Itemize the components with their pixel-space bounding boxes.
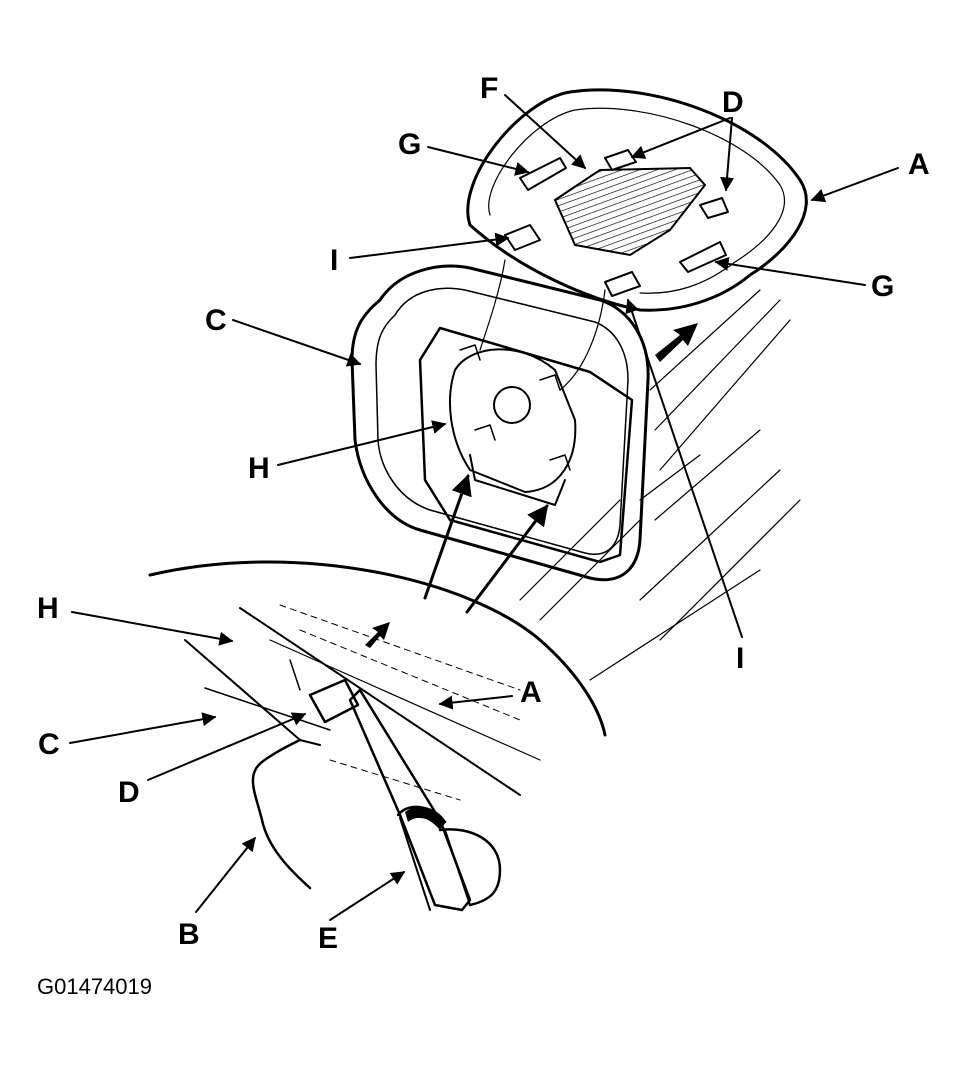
label-d-top: D (722, 86, 744, 119)
label-h-middle: H (248, 452, 270, 485)
motion-arrows (365, 323, 698, 648)
label-c-lower: C (38, 728, 60, 761)
hand (251, 738, 502, 907)
label-i-left: I (330, 244, 338, 277)
figure-code: G01474019 (37, 974, 152, 999)
label-d-lower: D (118, 776, 140, 809)
label-g-right: G (871, 270, 894, 303)
label-i-right: I (736, 642, 744, 675)
label-g-left: G (398, 128, 421, 161)
label-a-top: A (908, 148, 930, 181)
screwdriver (348, 688, 472, 912)
label-h-lower: H (37, 592, 59, 625)
label-a-lower: A (520, 676, 542, 709)
label-f: F (480, 72, 498, 105)
mirror-housing (350, 259, 650, 582)
label-b: B (178, 918, 200, 951)
mirror-glass (466, 88, 808, 312)
label-c-middle: C (205, 304, 227, 337)
label-e: E (318, 922, 338, 955)
leader-lines (69, 94, 899, 921)
door-panel-background (519, 289, 801, 681)
